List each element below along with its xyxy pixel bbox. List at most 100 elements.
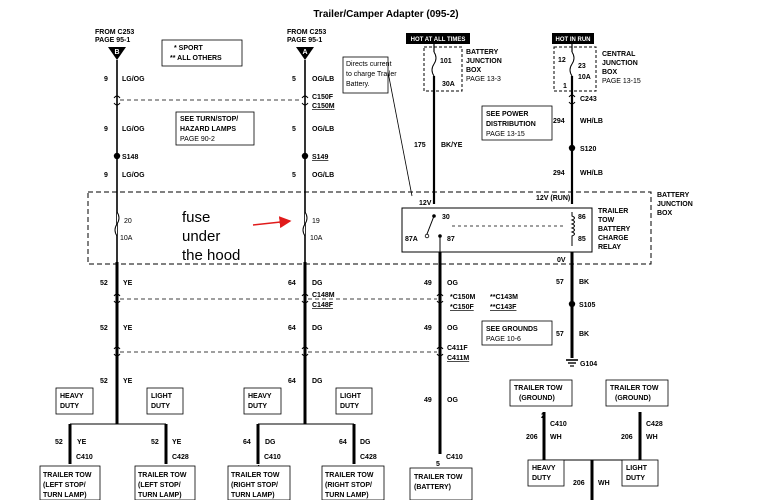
ground-right-wire-color: WH xyxy=(646,434,658,441)
ground-left-wire-num: 206 xyxy=(526,434,538,441)
legend-box xyxy=(161,39,243,67)
wire-64-color-1: DG xyxy=(312,280,323,287)
wire-57-num-2: 57 xyxy=(556,331,564,338)
conn-49-lower-symbol xyxy=(436,346,444,357)
ground-light-duty-box xyxy=(621,459,659,487)
bjb-top-line3: BOX xyxy=(466,67,482,74)
right-light-duty-box xyxy=(335,387,373,415)
right-heavy-duty-line1: HEAVY xyxy=(248,393,272,400)
conn-a-upper-symbol xyxy=(301,95,309,106)
wire-52-num-2: 52 xyxy=(100,325,108,332)
ground-light-duty-line2: DUTY xyxy=(626,475,645,482)
wire-49-color-2: OG xyxy=(447,325,458,332)
relay-contact-87a xyxy=(424,233,430,239)
battery-junction-box-outline xyxy=(87,191,652,265)
ground-tow-right-line1: TRAILER TOW xyxy=(610,385,659,392)
left-light-wire-num: 52 xyxy=(151,439,159,446)
right-light-tow-line2: (RIGHT STOP/ xyxy=(325,482,372,489)
source-a-line1: FROM C253 xyxy=(287,29,326,36)
wire-294-num-2: 294 xyxy=(553,170,565,177)
wire-64-num-3: 64 xyxy=(288,378,296,385)
ground-right-wire-num: 206 xyxy=(621,434,633,441)
ref-grounds-line2: PAGE 10-6 xyxy=(486,336,521,343)
cjb-fuse-amp: 10A xyxy=(578,74,591,81)
fuse-19-number: 19 xyxy=(312,218,320,225)
bjb-top-line2: JUNCTION xyxy=(466,58,502,65)
conn-c150f-s-label: *C150F xyxy=(450,304,474,311)
right-light-duty-line1: LIGHT xyxy=(340,393,362,400)
left-heavy-duty-line2: DUTY xyxy=(60,403,79,410)
wire-b-color-2: LG/OG xyxy=(122,126,145,133)
cjb-top-fuse-box xyxy=(553,46,597,92)
right-light-tow-line3: TURN LAMP) xyxy=(325,492,369,499)
conn-c411f-label: C411F xyxy=(447,345,468,352)
hot-run-label: HOT IN RUN xyxy=(556,37,591,43)
right-heavy-wire-color: DG xyxy=(265,439,276,446)
wire-294-color-1: WH/LB xyxy=(580,118,603,125)
wire-b-color-3: LG/OG xyxy=(122,172,145,179)
left-light-wire-color: YE xyxy=(172,439,182,446)
right-heavy-duty-box xyxy=(243,387,282,415)
callout-line3: Battery. xyxy=(346,81,370,88)
relay-line4: CHARGE xyxy=(598,235,629,242)
relay-pin-30: 30 xyxy=(442,214,450,221)
wire-a-num-1: 5 xyxy=(292,76,296,83)
cjb-pin-a: 12 xyxy=(558,57,566,64)
wire-49-num-1: 49 xyxy=(424,280,432,287)
wire-294-color-2: WH/LB xyxy=(580,170,603,177)
wire-52-color-3: YE xyxy=(123,378,133,385)
hot-always-label: HOT AT ALL TIMES xyxy=(411,37,466,43)
conn-52-middle-symbol xyxy=(113,293,121,304)
conn-c410-left: C410 xyxy=(76,454,93,461)
ref-turn-line2: HAZARD LAMPS xyxy=(180,126,236,133)
ground-heavy-duty-box xyxy=(527,459,565,487)
hot-always-badge xyxy=(406,33,470,44)
ref-grounds-box xyxy=(481,320,553,346)
relay-pin-85: 85 xyxy=(578,236,586,243)
relay-12v-label: 12V xyxy=(419,200,432,207)
ground-left-wire-color: WH xyxy=(550,434,562,441)
ground-heavy-duty-line1: HEAVY xyxy=(532,465,556,472)
callout-line2: to charge Trailer xyxy=(346,71,397,78)
bjb-top-line1: BATTERY xyxy=(466,49,499,56)
ref-power-box xyxy=(481,105,553,141)
left-heavy-duty-box xyxy=(55,387,94,415)
connector-a-symbol xyxy=(296,47,314,60)
conn-c150m-label: C150M xyxy=(312,103,335,110)
pin-2-label: 2 xyxy=(541,413,545,420)
splice-s148 xyxy=(113,152,121,160)
splice-s120-label: S120 xyxy=(580,146,596,153)
annotation-line3: the hood xyxy=(182,247,240,264)
wire-49-num-3: 49 xyxy=(424,397,432,404)
cjb-fuse-number: 23 xyxy=(578,63,586,70)
wire-64-color-3: DG xyxy=(312,378,323,385)
source-b-line2: PAGE 95-1 xyxy=(95,37,130,44)
right-light-wire-num: 64 xyxy=(339,439,347,446)
left-light-duty-line1: LIGHT xyxy=(151,393,173,400)
relay-12v-run-label: 12V (RUN) xyxy=(536,195,570,202)
ref-turn-stop-box xyxy=(175,111,255,146)
conn-c411m-label: C411M xyxy=(447,355,469,362)
wire-57-color-2: BK xyxy=(579,331,589,338)
fuse-20-number: 20 xyxy=(124,218,132,225)
relay-pin-86: 86 xyxy=(578,214,586,221)
battery-tow-line2: (BATTERY) xyxy=(414,484,451,491)
wire-294-num-1: 294 xyxy=(553,118,565,125)
ref-grounds-line1: SEE GROUNDS xyxy=(486,326,538,333)
cjb-top-line2: JUNCTION xyxy=(602,60,638,67)
right-heavy-tow-line2: (RIGHT STOP/ xyxy=(231,482,278,489)
left-heavy-wire-num: 52 xyxy=(55,439,63,446)
right-heavy-wire-num: 64 xyxy=(243,439,251,446)
ref-power-line2: DISTRIBUTION xyxy=(486,121,536,128)
conn-c148f-label: C148F xyxy=(312,302,334,309)
right-light-duty-line2: DUTY xyxy=(340,403,359,410)
wire-64-num-2: 64 xyxy=(288,325,296,332)
fuse-19-amp: 10A xyxy=(310,235,323,242)
legend-all-others: ** ALL OTHERS xyxy=(170,55,222,62)
ground-light-duty-line1: LIGHT xyxy=(626,465,648,472)
splice-s105-label: S105 xyxy=(579,302,595,309)
cjb-fuse-element xyxy=(569,51,575,77)
conn-49-middle-symbol xyxy=(436,293,444,304)
right-light-wire-color: DG xyxy=(360,439,371,446)
